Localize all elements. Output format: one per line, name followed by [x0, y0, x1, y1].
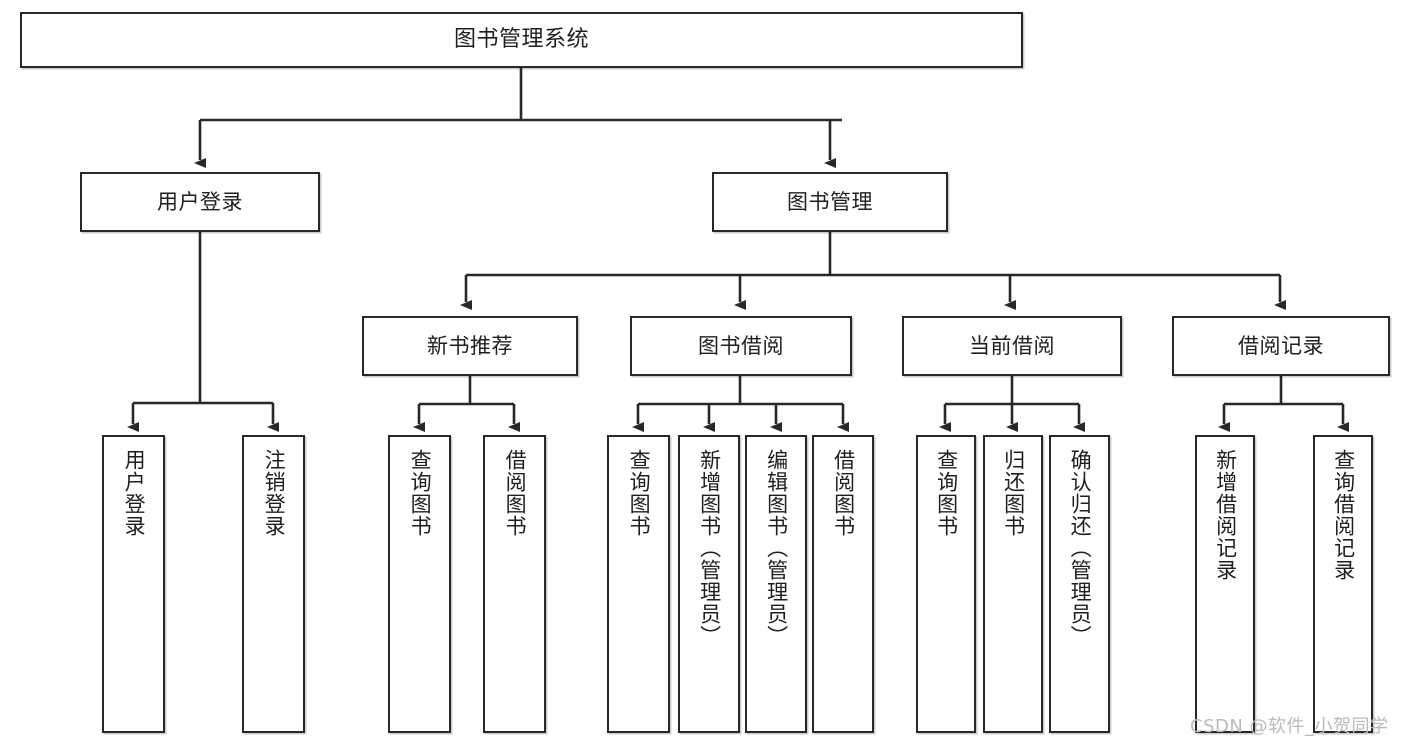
leaf-user-login-logout[interactable]: 注销登录	[242, 435, 305, 733]
watermark-text: CSDN @软件_小贺同学	[1190, 716, 1389, 737]
leaf-current-borrow-confirm-return[interactable]: 确认归还（管理员）	[1049, 435, 1110, 733]
node-book-borrow[interactable]: 图书借阅	[630, 316, 852, 376]
node-borrow-record[interactable]: 借阅记录	[1172, 316, 1390, 376]
node-label: 借阅图书	[503, 449, 528, 537]
node-label: 图书借阅	[698, 333, 784, 358]
node-label: 图书管理	[787, 189, 873, 214]
node-root-system[interactable]: 图书管理系统	[20, 12, 1023, 68]
leaf-borrow-record-query[interactable]: 查询借阅记录	[1313, 435, 1373, 733]
node-new-book-recommend[interactable]: 新书推荐	[362, 316, 578, 376]
leaf-borrow-record-add[interactable]: 新增借阅记录	[1195, 435, 1255, 733]
node-label: 查询图书	[627, 449, 652, 537]
node-label: 图书管理系统	[453, 27, 589, 53]
node-label: 新书推荐	[427, 333, 513, 358]
node-label: 编辑图书（管理员）	[764, 449, 789, 647]
leaf-book-borrow-add[interactable]: 新增图书（管理员）	[678, 435, 740, 733]
leaf-new-book-borrow[interactable]: 借阅图书	[483, 435, 546, 733]
node-label: 确认归还（管理员）	[1068, 449, 1093, 647]
node-label: 查询图书	[934, 449, 959, 537]
node-label: 查询图书	[408, 449, 433, 537]
node-label: 查询借阅记录	[1331, 449, 1356, 581]
node-label: 归还图书	[1001, 449, 1026, 537]
node-user-login[interactable]: 用户登录	[80, 172, 320, 232]
leaf-book-borrow-query[interactable]: 查询图书	[607, 435, 670, 733]
node-label: 新增借阅记录	[1213, 449, 1238, 581]
node-book-management[interactable]: 图书管理	[712, 172, 948, 232]
node-label: 用户登录	[157, 189, 243, 214]
node-label: 新增图书（管理员）	[697, 449, 722, 647]
node-label: 当前借阅	[969, 333, 1055, 358]
leaf-current-borrow-query[interactable]: 查询图书	[916, 435, 976, 733]
node-current-borrow[interactable]: 当前借阅	[902, 316, 1122, 376]
leaf-current-borrow-return[interactable]: 归还图书	[983, 435, 1043, 733]
leaf-new-book-query[interactable]: 查询图书	[388, 435, 451, 733]
node-label: 用户登录	[122, 449, 147, 537]
leaf-book-borrow-edit[interactable]: 编辑图书（管理员）	[745, 435, 807, 733]
node-label: 借阅图书	[831, 449, 856, 537]
node-label: 注销登录	[262, 449, 287, 537]
leaf-user-login-login[interactable]: 用户登录	[102, 435, 165, 733]
leaf-book-borrow-lend[interactable]: 借阅图书	[812, 435, 874, 733]
node-label: 借阅记录	[1238, 333, 1324, 358]
